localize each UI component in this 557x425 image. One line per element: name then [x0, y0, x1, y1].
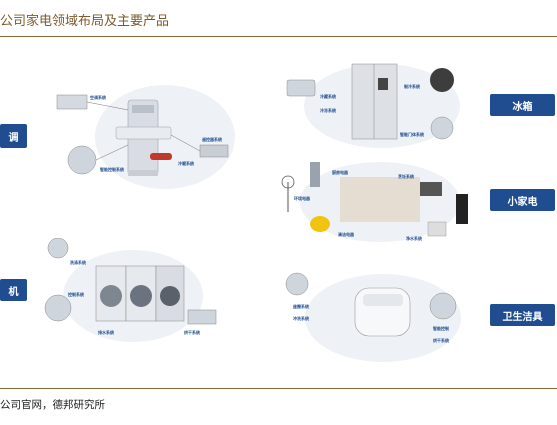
water-filter-image — [427, 221, 447, 237]
small-label-0: 厨房电器 — [332, 169, 349, 175]
ac-label-0: 空调系统 — [90, 94, 106, 100]
small-appliance-panel: 厨房电器 清洁电器 环境电器 净水系统 烹饪系统 — [281, 162, 468, 242]
fridge-inset-2 — [430, 68, 454, 92]
tag-small-appliance: 小家电 — [490, 189, 555, 211]
washer-label-0: 洗涤系统 — [70, 259, 86, 265]
sanitary-label-0: 座圈系统 — [292, 303, 309, 309]
mixer-image — [310, 162, 320, 187]
ac-label-3: 遥控器系统 — [202, 136, 222, 142]
oven-image — [420, 182, 442, 196]
dial-image — [47, 238, 69, 259]
fridge-label-2: 制冷系统 — [404, 83, 420, 89]
washer-label-3: 烘干系统 — [184, 329, 200, 335]
tag-left-top: 调 — [0, 124, 27, 148]
washer-label-2: 排水系统 — [98, 329, 114, 335]
tag-left-bottom: 机 — [0, 279, 27, 301]
fridge-label-1: 冷冻系统 — [320, 107, 336, 113]
header-bar: 公司家电领域布局及主要产品 — [0, 0, 557, 37]
tag-fridge: 冰箱 — [490, 94, 555, 116]
small-label-4: 烹饪系统 — [398, 173, 414, 179]
source-note: 公司官网，德邦研究所 — [0, 399, 105, 411]
ac-label-2: 冷暖系统 — [178, 160, 194, 166]
remote-image — [199, 144, 229, 158]
page-title: 公司家电领域布局及主要产品 — [0, 14, 170, 29]
sanitary-inset-2 — [429, 292, 457, 320]
sanitary-panel: 座圈系统 冲洗系统 智能控制 烘干系统 — [285, 272, 461, 362]
sanitary-label-2: 智能控制 — [433, 325, 449, 331]
vacuum-image — [310, 216, 330, 232]
drum-image — [44, 294, 72, 322]
fridge-label-3: 智能门体系统 — [400, 131, 424, 137]
air-conditioner-panel: 空调系统 智能控制系统 冷暖系统 遥控器系统 — [56, 85, 235, 189]
purifier-image — [456, 194, 468, 224]
small-label-2: 环境电器 — [294, 195, 311, 201]
router-image — [56, 94, 88, 110]
tag-sanitary: 卫生洁具 — [490, 304, 555, 326]
sanitary-inset-1 — [285, 272, 309, 296]
small-label-3: 净水系统 — [406, 235, 422, 241]
fridge-panel: 冷藏系统 冷冻系统 制冷系统 智能门体系统 — [286, 63, 460, 148]
fridge-image — [351, 63, 398, 140]
dryer-image — [187, 309, 217, 325]
sanitary-label-1: 冲洗系统 — [293, 315, 309, 321]
small-label-1: 清洁电器 — [338, 231, 355, 237]
ac-label-1: 智能控制系统 — [100, 166, 124, 172]
washer-label-1: 控制系统 — [68, 291, 84, 297]
washing-machine-panel: 洗涤系统 控制系统 排水系统 烘干系统 — [44, 238, 217, 342]
toilet-seat-image — [354, 287, 411, 337]
fridge-inset-3 — [430, 116, 454, 140]
washer-image — [95, 265, 185, 322]
kitchen-image — [340, 177, 420, 222]
fridge-label-0: 冷藏系统 — [320, 93, 336, 99]
sanitary-label-3: 烘干系统 — [433, 337, 449, 343]
footer-rule — [0, 388, 557, 389]
fridge-inset-1 — [286, 79, 316, 97]
control-image — [67, 145, 97, 175]
